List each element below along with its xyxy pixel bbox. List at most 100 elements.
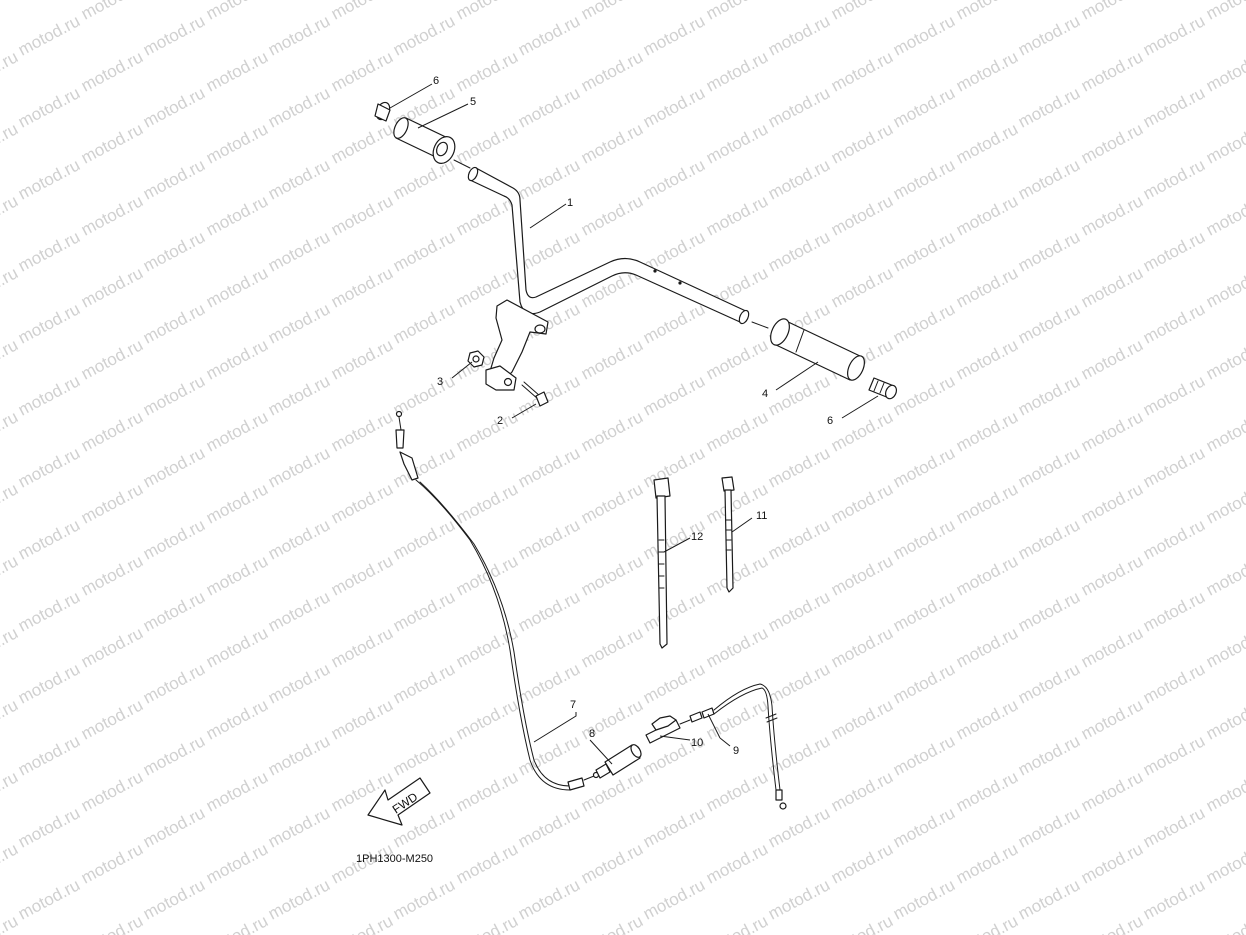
watermark-text: motod.ru — [640, 443, 708, 491]
watermark-text: motod.ru — [390, 659, 458, 707]
watermark-text: motod.ru — [890, 803, 958, 851]
watermark-text: motod.ru — [953, 695, 1021, 743]
watermark-text: motod.ru — [890, 659, 958, 707]
watermark-text: motod.ru — [15, 11, 83, 59]
watermark-text: motod.ru — [765, 587, 833, 635]
watermark-text: motod.ru — [640, 875, 708, 923]
watermark-text: motod.ru — [390, 587, 458, 635]
watermark-text: motod.ru — [515, 227, 583, 275]
watermark-text: motod.ru — [1078, 407, 1146, 455]
watermark-text: motod.ru — [140, 731, 208, 779]
watermark-text: motod.ru — [953, 767, 1021, 815]
watermark-text: motod.ru — [515, 83, 583, 131]
watermark-text: motod.ru — [1140, 83, 1208, 131]
watermark-text: motod.ru — [1203, 695, 1246, 743]
watermark-text: motod.ru — [765, 11, 833, 59]
watermark-text: motod.ru — [1078, 263, 1146, 311]
watermark-text: motod.ru — [78, 551, 146, 599]
watermark-text: motod.ru — [578, 839, 646, 887]
watermark-text: motod.ru — [1015, 587, 1083, 635]
watermark-text: motod.ru — [765, 227, 833, 275]
watermark-text: motod.ru — [78, 335, 146, 383]
watermark-text: motod.ru — [0, 119, 21, 167]
watermark-text: motod.ru — [640, 371, 708, 419]
sub-cable — [713, 683, 787, 810]
watermark-text: motod.ru — [328, 479, 396, 527]
watermark-text: motod.ru — [265, 299, 333, 347]
watermark-text: motod.ru — [1015, 371, 1083, 419]
watermark-text: motod.ru — [15, 443, 83, 491]
watermark-text: motod.ru — [1140, 11, 1208, 59]
watermark-text: motod.ru — [1203, 47, 1246, 95]
watermark-text: motod.ru — [15, 371, 83, 419]
watermark-text: motod.ru — [703, 767, 771, 815]
watermark-text: motod.ru — [453, 407, 521, 455]
watermark-text: motod.ru — [1140, 803, 1208, 851]
watermark-text: motod.ru — [1015, 299, 1083, 347]
watermark-text: motod.ru — [890, 443, 958, 491]
watermark-text: motod.ru — [453, 551, 521, 599]
watermark-text: motod.ru — [1078, 911, 1146, 935]
watermark-text: motod.ru — [453, 911, 521, 935]
watermark-text: motod.ru — [78, 479, 146, 527]
watermark-text: motod.ru — [140, 227, 208, 275]
watermark-text: motod.ru — [828, 47, 896, 95]
watermark-text: motod.ru — [140, 803, 208, 851]
watermark-text: motod.ru — [828, 263, 896, 311]
watermark-text: motod.ru — [1015, 155, 1083, 203]
watermark-text: motod.ru — [640, 299, 708, 347]
watermark-text: motod.ru — [78, 911, 146, 935]
watermark-text: motod.ru — [703, 839, 771, 887]
watermark-text: motod.ru — [0, 623, 21, 671]
watermark-text: motod.ru — [828, 407, 896, 455]
watermark-text: motod.ru — [15, 299, 83, 347]
watermark-text: motod.ru — [640, 803, 708, 851]
watermark-text: motod.ru — [203, 191, 271, 239]
watermark-text: motod.ru — [328, 695, 396, 743]
cable-connector — [645, 707, 715, 744]
watermark-text: motod.ru — [0, 191, 21, 239]
diagram-code: 1PH1300-M250 — [356, 853, 433, 865]
watermark-text: motod.ru — [953, 0, 1021, 24]
cable-tie-small — [721, 476, 735, 593]
watermark-text: motod.ru — [1140, 515, 1208, 563]
watermark-text: motod.ru — [765, 515, 833, 563]
watermark-text: motod.ru — [0, 0, 21, 24]
watermark-text: motod.ru — [953, 47, 1021, 95]
watermark-text: motod.ru — [640, 155, 708, 203]
watermark-text: motod.ru — [78, 407, 146, 455]
watermark-text: motod.ru — [703, 695, 771, 743]
watermark-text: motod.ru — [140, 155, 208, 203]
watermark-text: motod.ru — [953, 191, 1021, 239]
watermark-text: motod.ru — [78, 623, 146, 671]
watermark-text: motod.ru — [328, 911, 396, 935]
watermark-text: motod.ru — [15, 803, 83, 851]
watermark-text: motod.ru — [828, 695, 896, 743]
watermark-text: motod.ru — [703, 119, 771, 167]
watermark-text: motod.ru — [203, 407, 271, 455]
throttle-cable — [395, 410, 600, 791]
watermark-text: motod.ru — [1140, 875, 1208, 923]
watermark-text: motod.ru — [140, 299, 208, 347]
watermark-text: motod.ru — [390, 155, 458, 203]
callout-7: 7 — [570, 699, 576, 711]
watermark-text: motod.ru — [765, 659, 833, 707]
watermark-text: motod.ru — [78, 47, 146, 95]
watermark-text: motod.ru — [578, 911, 646, 935]
watermark-text: motod.ru — [15, 587, 83, 635]
leader-lines — [389, 83, 879, 765]
watermark-text: motod.ru — [1203, 191, 1246, 239]
cable-tie-large — [653, 477, 671, 649]
watermark-text: motod.ru — [15, 659, 83, 707]
watermark-text: motod.ru — [328, 407, 396, 455]
watermark-text: motod.ru — [1203, 767, 1246, 815]
watermark-text: motod.ru — [1078, 767, 1146, 815]
watermark-text: motod.ru — [890, 155, 958, 203]
watermark-text: motod.ru — [703, 47, 771, 95]
watermark-text: motod.ru — [0, 479, 21, 527]
watermark-text: motod.ru — [828, 767, 896, 815]
watermark-text: motod.ru — [453, 623, 521, 671]
watermark-text: motod.ru — [78, 767, 146, 815]
